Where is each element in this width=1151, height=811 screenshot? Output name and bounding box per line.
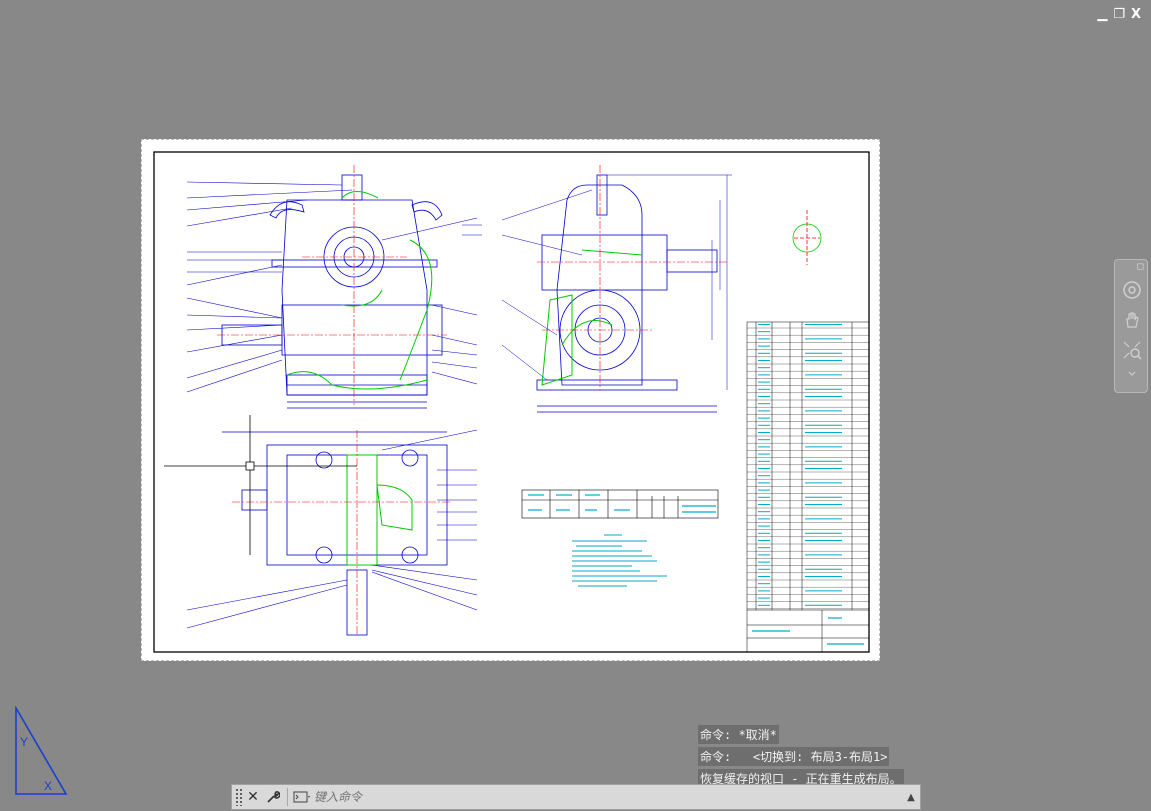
leader-lines-left: [186, 181, 353, 393]
crosshair-cursor: [164, 415, 357, 555]
plan-view-centerlines: [232, 430, 452, 635]
plan-view-leaders: [186, 429, 478, 629]
plan-view-section: [346, 454, 413, 566]
zoom-extents-icon[interactable]: [1122, 340, 1142, 360]
history-up-icon[interactable]: ▲: [907, 791, 915, 803]
parts-list-rows: [747, 327, 869, 609]
steering-wheel-icon[interactable]: [1122, 280, 1142, 300]
command-line: ✕ ▲: [231, 784, 921, 810]
svg-text:X: X: [44, 779, 52, 793]
front-view-section: [286, 191, 433, 390]
minimize-button[interactable]: ▁: [1097, 7, 1108, 22]
plan-view: [222, 431, 448, 636]
parts-list: [746, 321, 870, 653]
front-view-centerlines: [217, 165, 447, 405]
side-view-centerlines: [537, 165, 727, 390]
more-icon[interactable]: [1122, 364, 1142, 384]
customize-wrench-icon[interactable]: [263, 787, 283, 807]
title-block-text: [752, 617, 864, 645]
navbar-close-icon[interactable]: ◻: [1136, 262, 1144, 272]
drag-handle[interactable]: [235, 788, 243, 806]
ucs-icon: Y X: [15, 706, 68, 795]
history-line: 命令: *取消*: [698, 725, 779, 744]
close-icon[interactable]: ✕: [247, 789, 259, 805]
command-history: 命令: *取消* 命令: <切换到: 布局3-布局1> 恢复缓存的视口 - 正在…: [698, 725, 904, 791]
command-prompt-icon[interactable]: [292, 787, 312, 807]
close-button[interactable]: X: [1130, 7, 1141, 22]
characteristics-table-text: [528, 494, 716, 513]
layout-paper-sheet[interactable]: [141, 139, 880, 661]
navigation-bar: ◻: [1114, 259, 1148, 393]
leader-lines-right-front: [381, 217, 482, 385]
technical-notes: [572, 534, 667, 587]
drawing-canvas: [153, 151, 870, 653]
section-detail: [792, 210, 822, 265]
window-controls: ▁ ❐ X: [1097, 8, 1141, 22]
pan-hand-icon[interactable]: [1122, 310, 1142, 330]
svg-text:Y: Y: [20, 735, 28, 749]
characteristics-table: [521, 489, 719, 519]
parts-list-text: [758, 324, 842, 606]
restore-button[interactable]: ❐: [1113, 7, 1125, 22]
side-view-dimensions: [501, 174, 732, 390]
command-input[interactable]: [312, 789, 902, 805]
side-view-section: [541, 249, 643, 386]
front-view: [221, 174, 443, 409]
side-view: [536, 174, 718, 413]
history-line: 恢复缓存的视口 - 正在重生成布局。: [698, 769, 904, 788]
history-line: 命令: <切换到: 布局3-布局1>: [698, 747, 890, 766]
